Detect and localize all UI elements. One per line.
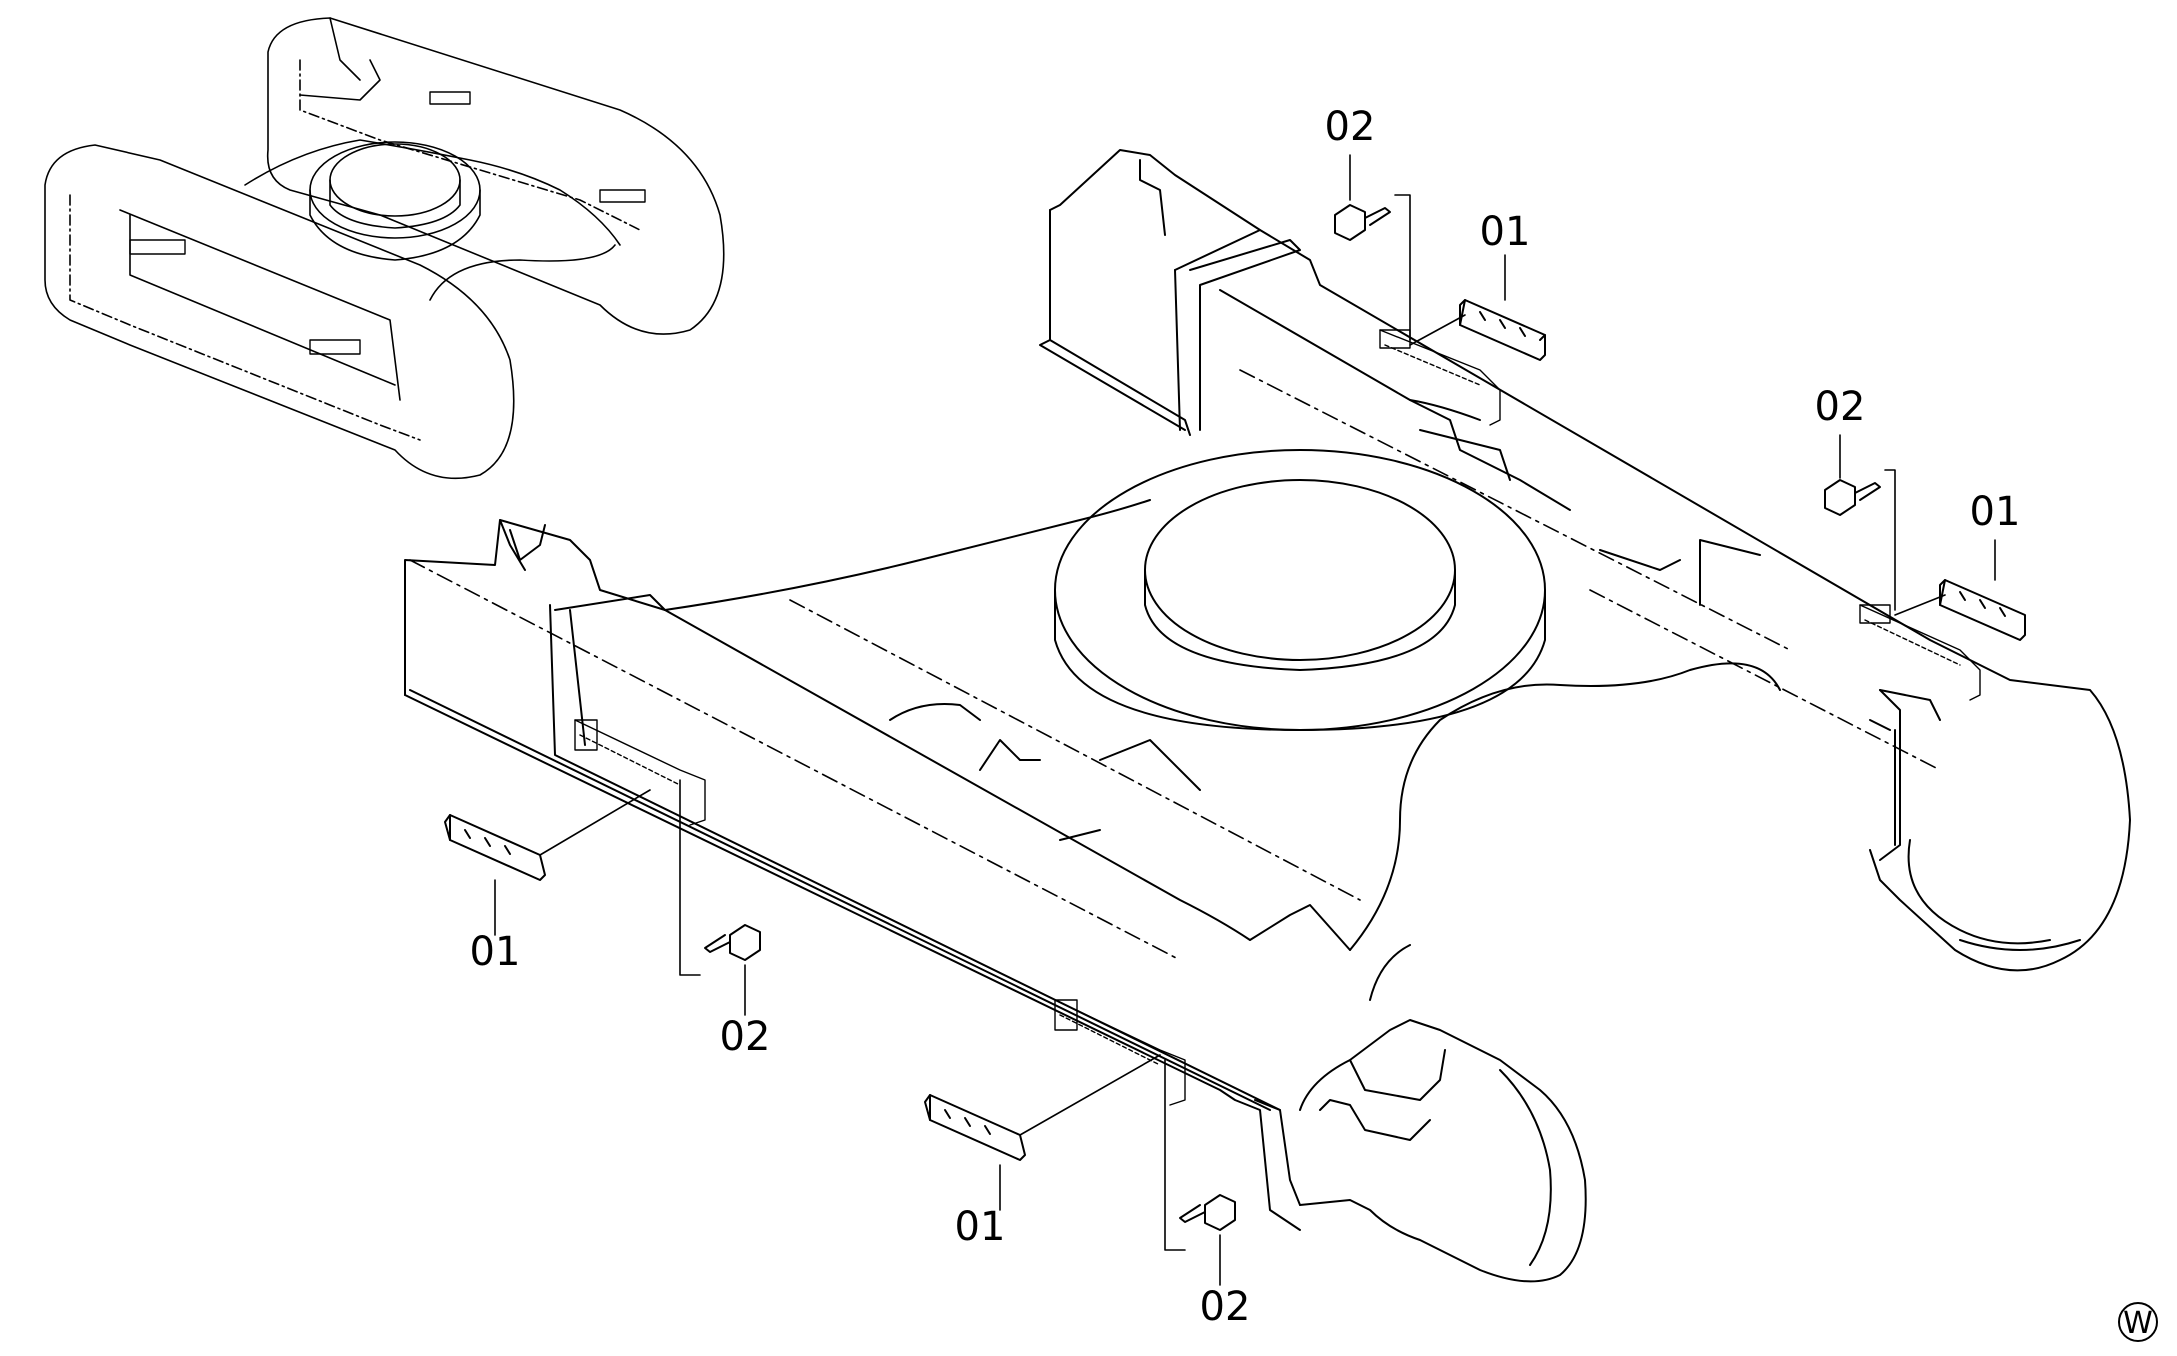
- callout-label-5: 01: [470, 929, 521, 975]
- callout-labels: 02 01 02 01 01 02 01 02: [470, 104, 2021, 1330]
- callout-label-3: 02: [1815, 384, 1866, 430]
- bolt-part-lower-left: [704, 924, 761, 961]
- corner-w-mark: W: [2118, 1302, 2158, 1342]
- clamp-part-lower-left: [444, 814, 546, 881]
- callout-label-2: 01: [1480, 209, 1531, 255]
- clamp-part-upper-left: [1459, 299, 1546, 361]
- corner-w-label: W: [2123, 1306, 2153, 1341]
- callout-label-6: 02: [720, 1014, 771, 1060]
- mount-bracket-upper-left: [1379, 329, 1501, 426]
- callout-label-1: 02: [1325, 104, 1376, 150]
- callout-label-7: 01: [955, 1204, 1006, 1250]
- leader-lines: [494, 154, 1996, 1286]
- overview-inset-frame: [44, 17, 725, 480]
- callout-label-4: 01: [1970, 489, 2021, 535]
- clamp-part-upper-right: [1939, 579, 2026, 641]
- callout-label-8: 02: [1200, 1284, 1251, 1330]
- mount-bracket-lower-left: [574, 719, 706, 826]
- bolt-part-lower-right: [1179, 1194, 1236, 1231]
- bolt-part-upper-right: [1824, 479, 1881, 516]
- clamp-part-lower-right: [924, 1094, 1026, 1161]
- main-track-frame: [404, 149, 2131, 1283]
- bolt-part-upper-left: [1334, 204, 1391, 241]
- mount-bracket-upper-right: [1859, 604, 1981, 701]
- mount-bracket-lower-right: [1054, 999, 1186, 1106]
